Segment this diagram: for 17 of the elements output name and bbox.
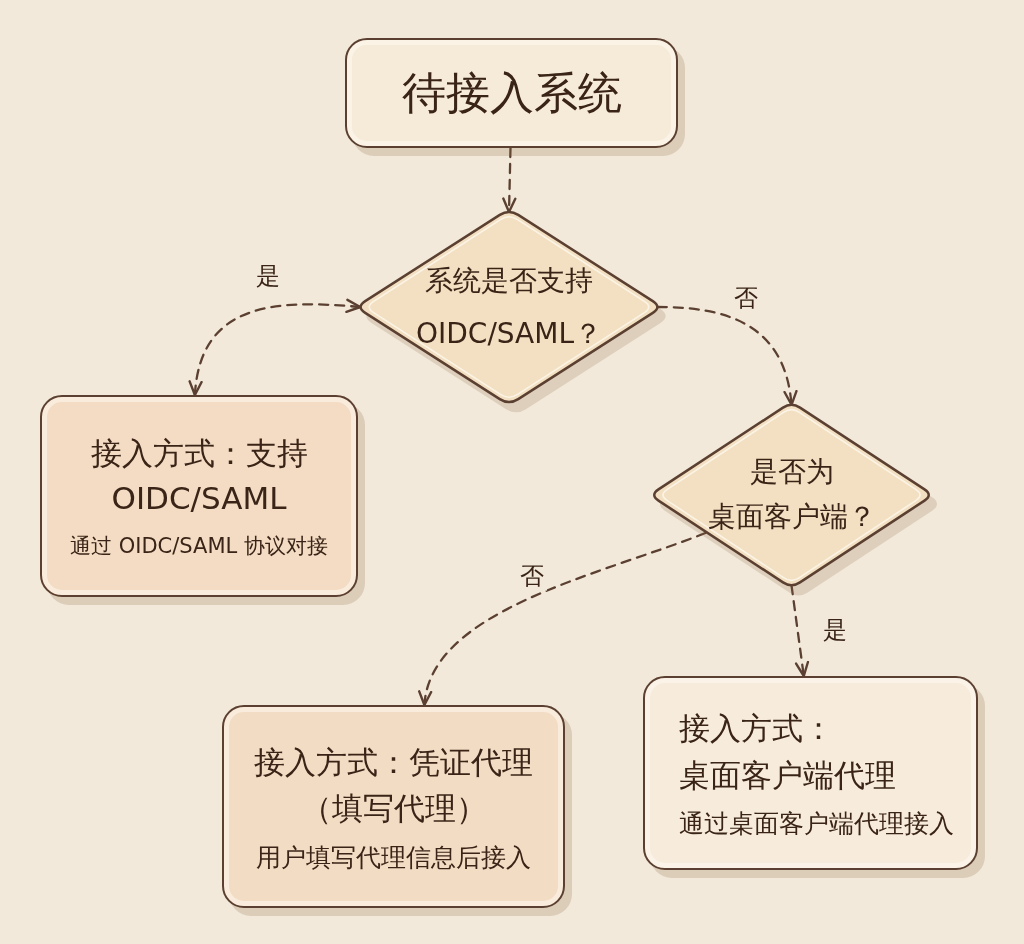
- dashed-arrow: [420, 531, 707, 707]
- process-box: [40, 395, 358, 597]
- process-box: [643, 676, 978, 870]
- start-box: [345, 38, 678, 148]
- step-title: 接入方式：桌面客户端代理: [679, 709, 897, 795]
- step-title: 待接入系统: [401, 66, 622, 121]
- step-title: 接入方式：支持 OIDC/SAML: [89, 434, 309, 519]
- dashed-arrow: [790, 584, 810, 678]
- question-text: 是否为桌面客户端？: [706, 454, 877, 535]
- dashed-arrow: [189, 298, 362, 397]
- step-title: 接入方式：凭证代理（填写代理）: [253, 742, 534, 829]
- step-description: 通过桌面客户端代理接入: [679, 808, 954, 841]
- process-box: [222, 705, 565, 908]
- question-text: 系统是否支持 OIDC/SAML？: [414, 262, 603, 352]
- step-description: 用户填写代理信息后接入: [256, 841, 531, 874]
- dashed-arrow: [656, 305, 797, 406]
- step-description: 通过 OIDC/SAML 协议对接: [70, 533, 328, 561]
